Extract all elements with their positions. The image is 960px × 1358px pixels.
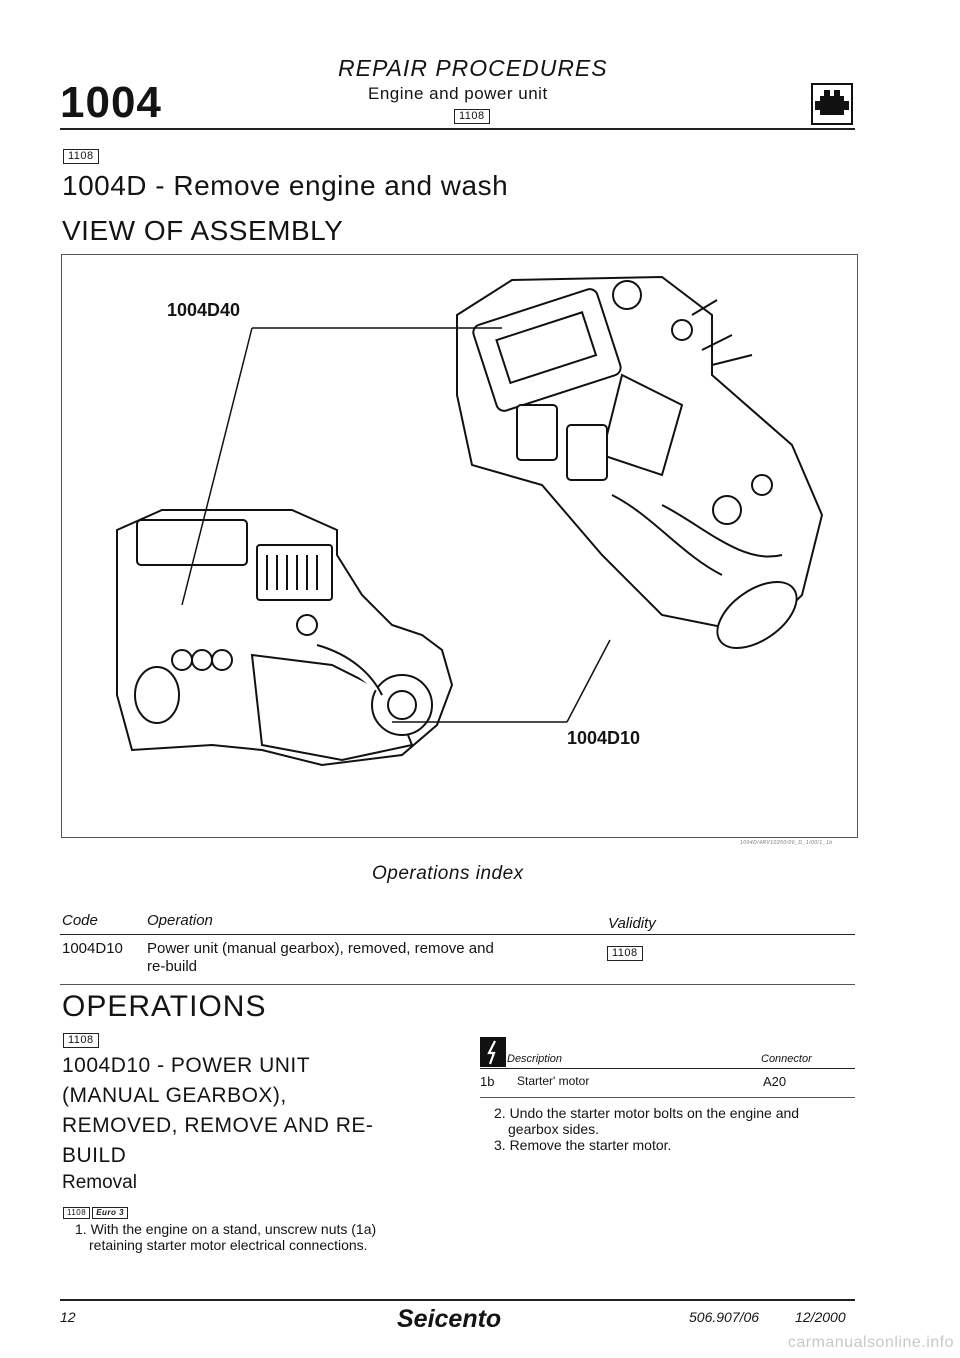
removal-heading: Removal xyxy=(62,1172,137,1193)
doc-date: 12/2000 xyxy=(795,1309,846,1325)
procedure-title-line: (MANUAL GEARBOX), xyxy=(62,1084,287,1107)
assembly-figure: 1004D40 1004D10 xyxy=(61,254,858,838)
model-name: Seicento xyxy=(397,1305,502,1333)
electrical-connector-icon xyxy=(480,1037,506,1067)
header-variant-badge: 1108 xyxy=(454,109,490,124)
removal-badge-euro3: Euro 3 xyxy=(92,1207,129,1219)
col-header-operation: Operation xyxy=(147,912,213,929)
col-header-validity: Validity xyxy=(608,915,656,932)
col-header-connector: Connector xyxy=(761,1053,812,1065)
figure-reference: 1004D/4RV10250/06_D_1/00/1_1b xyxy=(740,840,833,846)
callout-bottom: 1004D10 xyxy=(567,728,641,748)
col-header-code: Code xyxy=(62,912,98,929)
section-variant-badge: 1108 xyxy=(63,149,99,164)
procedure-title-line: 1004D10 - POWER UNIT xyxy=(62,1054,311,1077)
procedure-title-line: BUILD xyxy=(62,1144,127,1167)
header-category: REPAIR PROCEDURES xyxy=(338,55,608,81)
operations-heading: OPERATIONS xyxy=(62,990,267,1023)
procedure-title-line: REMOVED, REMOVE AND RE- xyxy=(62,1114,374,1137)
section-number: 1004 xyxy=(60,78,162,127)
step-text: 3. Remove the starter motor. xyxy=(494,1137,672,1153)
step-text: retaining starter motor electrical conne… xyxy=(89,1237,368,1253)
header-subcategory: Engine and power unit xyxy=(368,84,548,103)
col-header-description: Description xyxy=(507,1053,563,1065)
row-description: Starter' motor xyxy=(517,1074,590,1088)
doc-reference: 506.907/06 xyxy=(689,1309,760,1325)
removal-badge-1108: 1108 xyxy=(63,1207,91,1219)
row-operation: Power unit (manual gearbox), removed, re… xyxy=(147,940,494,957)
engine-assembly-drawing xyxy=(116,275,824,767)
step-2: 2. Undo the starter motor bolts on the e… xyxy=(494,1105,799,1137)
row-code: 1004D10 xyxy=(62,940,123,957)
step-text: gearbox sides. xyxy=(508,1121,600,1137)
step-text: 2. Undo the starter motor bolts on the e… xyxy=(494,1105,800,1121)
row-operation-cont: re-build xyxy=(147,958,198,975)
watermark: carmanualsonline.info xyxy=(787,1334,954,1351)
section-title: 1004D - Remove engine and wash xyxy=(62,170,509,201)
row-validity-badge: 1108 xyxy=(607,946,643,961)
step-3: 3. Remove the starter motor. xyxy=(494,1137,671,1153)
step-1: 1. With the engine on a stand, unscrew n… xyxy=(75,1221,376,1253)
table-row: 1004D10 Power unit (manual gearbox), rem… xyxy=(60,938,855,978)
table-row: 1b Starter' motor A20 xyxy=(480,1074,855,1094)
engine-manual-icon xyxy=(811,83,853,130)
procedure-title: 1004D10 - POWER UNIT (MANUAL GEARBOX), R… xyxy=(62,1051,373,1171)
row-connector: A20 xyxy=(763,1074,787,1089)
step-text: 1. With the engine on a stand, unscrew n… xyxy=(75,1221,377,1237)
section-subtitle: VIEW OF ASSEMBLY xyxy=(62,215,344,246)
operations-index-title: Operations index xyxy=(372,863,524,884)
page-number: 12 xyxy=(60,1309,76,1325)
callout-top: 1004D40 xyxy=(167,300,241,320)
operations-variant-badge: 1108 xyxy=(63,1033,99,1048)
row-ref: 1b xyxy=(480,1074,495,1089)
